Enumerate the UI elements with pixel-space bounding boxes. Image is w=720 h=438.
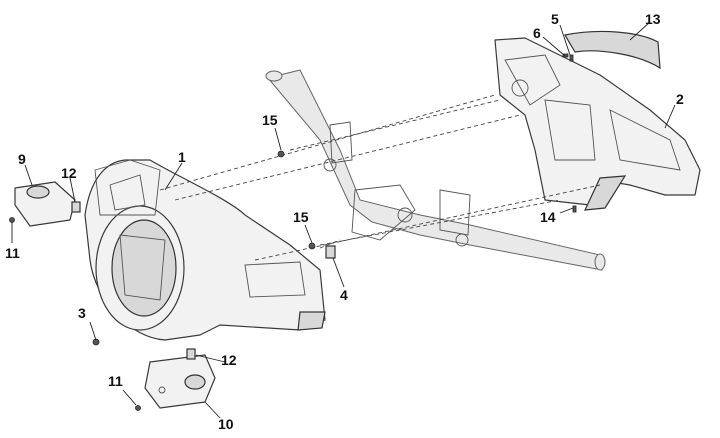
callout-11-upper: 11 (5, 245, 20, 261)
leader-lines (11, 21, 676, 419)
part-9-cap (14, 181, 76, 227)
callout-9: 9 (18, 151, 26, 167)
callout-14: 14 (540, 209, 556, 225)
part-13-trim (564, 30, 661, 70)
callout-12-upper: 12 (61, 165, 77, 181)
assembly-dash-lines (159, 94, 601, 261)
callout-2: 2 (676, 91, 684, 107)
handlebar-assembly (265, 69, 606, 271)
callout-4: 4 (340, 287, 348, 303)
callout-12-lower: 12 (221, 352, 237, 368)
callout-1: 1 (178, 149, 186, 165)
part-1-front-cover (84, 159, 326, 341)
callout-3: 3 (78, 305, 86, 321)
part-10-cap (144, 354, 216, 409)
callout-6: 6 (533, 25, 541, 41)
callout-13: 13 (645, 11, 661, 27)
callout-11-lower: 11 (108, 373, 123, 389)
callout-5: 5 (551, 11, 559, 27)
part-2-rear-cover (494, 37, 701, 211)
callout-15-lower: 15 (293, 209, 309, 225)
callout-15-upper: 15 (262, 112, 278, 128)
part-12-clips (71, 201, 196, 360)
callout-10: 10 (218, 416, 234, 432)
part-4-clip (325, 245, 336, 259)
